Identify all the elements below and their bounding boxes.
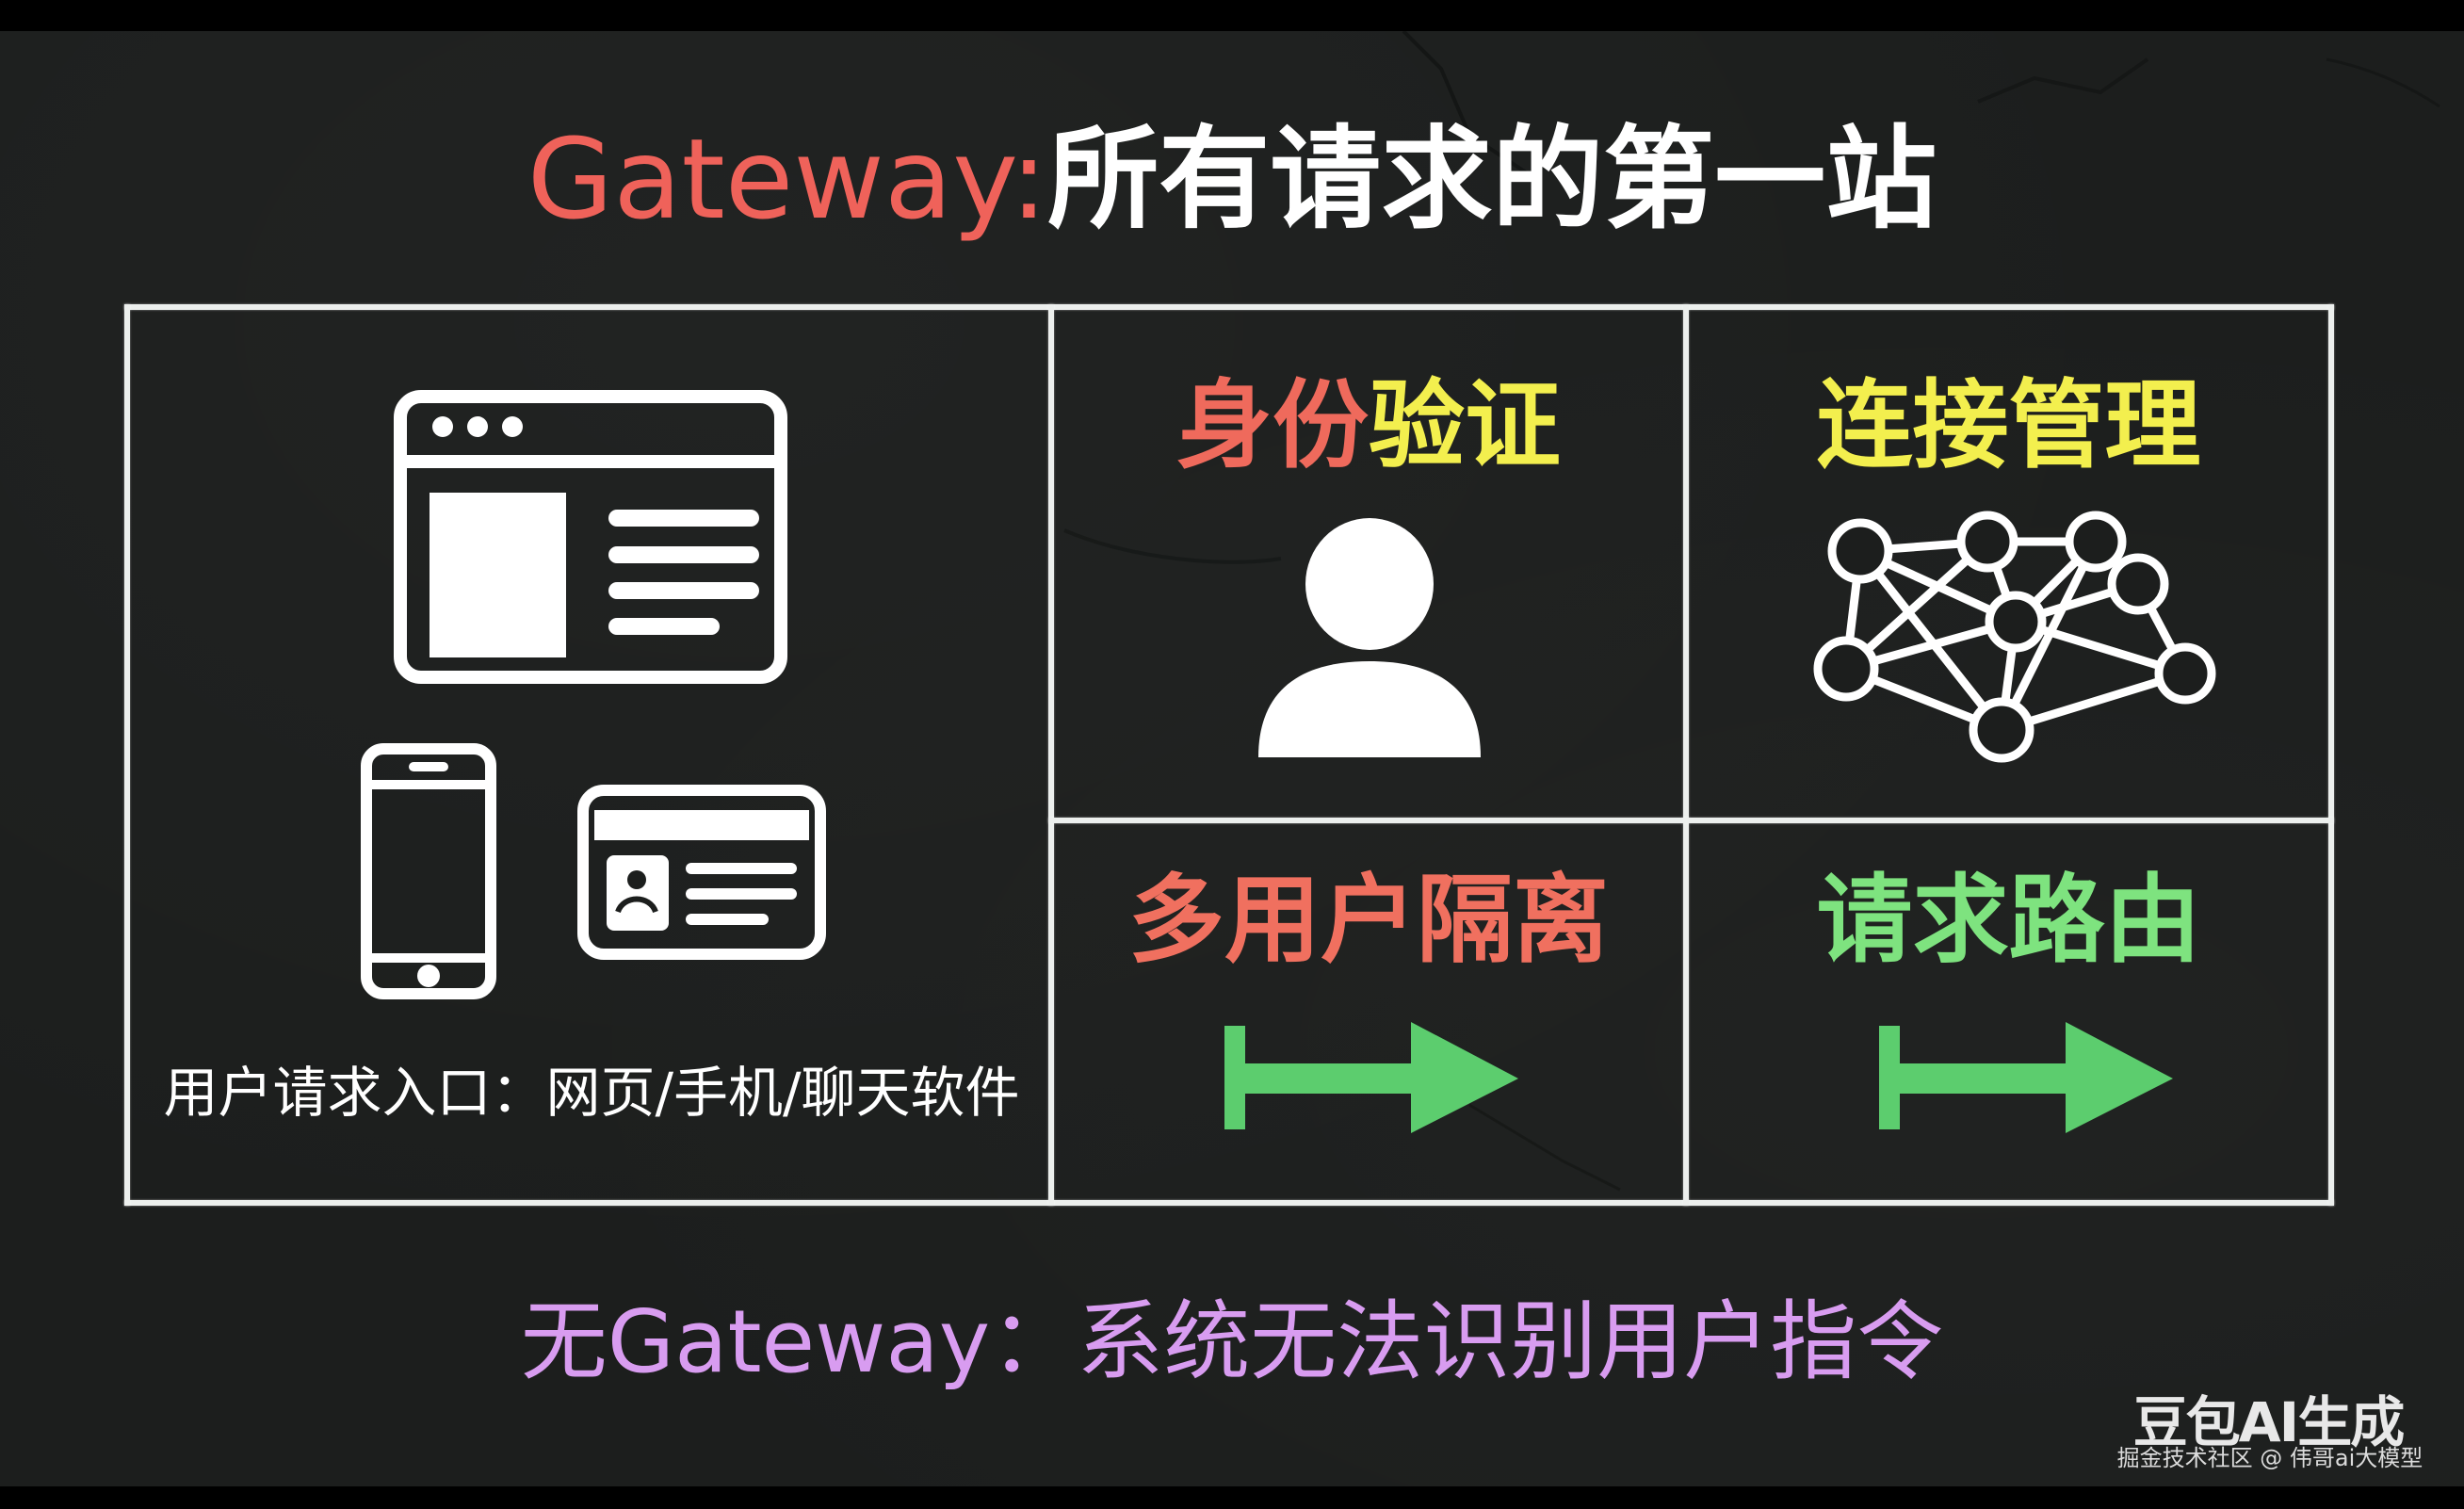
frame-right-border: [2328, 304, 2334, 1206]
entry-caption: 用户请求入口：网页/手机/聊天软件: [163, 1061, 1020, 1125]
chalkboard-background: [0, 31, 2464, 1486]
frame-bottom-border: [124, 1200, 2334, 1206]
footer-statement: 无Gateway：系统无法识别用户指令: [520, 1291, 1944, 1392]
cell-label-identity-verification: 身份验证: [1054, 370, 1683, 483]
cell-label-request-routing: 请求路由: [1816, 865, 2201, 977]
network-graph-icon: [1813, 511, 2216, 763]
cell-label-multi-user-isolation: 多用户隔离: [1128, 865, 1609, 977]
smartphone-icon: [361, 743, 496, 999]
watermark-sub: 掘金技术社区 @ 伟哥ai大模型: [2116, 1445, 2423, 1471]
label-part: 验证: [1369, 370, 1561, 482]
grid-divider-vertical-1: [1048, 304, 1054, 1206]
arrow-right-icon: [1879, 1022, 2173, 1133]
title-text: 所有请求的第一站: [1047, 114, 1937, 244]
grid-divider-vertical-2: [1683, 304, 1689, 1206]
user-silhouette-icon: [1258, 518, 1481, 757]
slide-title: Gateway:所有请求的第一站: [0, 113, 2464, 245]
browser-window-icon: [394, 390, 787, 684]
frame-top-border: [124, 304, 2334, 310]
id-card-icon: [577, 785, 826, 960]
watermark-main: 豆包AI生成: [2132, 1390, 2405, 1454]
cell-label-connection-management: 连接管理: [1816, 370, 2201, 482]
arrow-right-icon: [1224, 1022, 1518, 1133]
title-keyword: Gateway:: [527, 114, 1048, 244]
frame-left-border: [124, 304, 130, 1206]
grid-divider-horizontal: [1048, 818, 2334, 823]
label-part: 身份: [1176, 370, 1369, 482]
